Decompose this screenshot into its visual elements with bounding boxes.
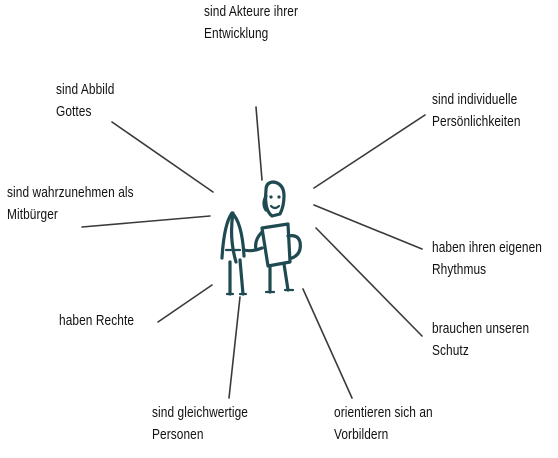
label-bottom-left: sind gleichwertige Personen — [152, 402, 248, 446]
label-upper-right-line-1: sind individuelle — [432, 92, 518, 108]
label-bottom-right-line-2: Vorbildern — [334, 427, 389, 443]
label-bottom-left-line-2: Personen — [152, 427, 204, 443]
label-lower-right: brauchen unseren Schutz — [432, 318, 529, 362]
label-upper-left-line-1: sind Abbild — [56, 82, 115, 98]
label-top-line-2: Entwicklung — [204, 26, 269, 42]
label-lower-right-line-2: Schutz — [432, 343, 469, 359]
label-top-line-1: sind Akteure ihrer — [204, 4, 299, 20]
label-lower-right-line-1: brauchen unseren — [432, 321, 530, 337]
ray-bottom-right — [302, 288, 353, 399]
ray-lower-right — [315, 227, 423, 337]
ray-upper-left — [111, 121, 214, 193]
ray-lower-left — [157, 284, 213, 323]
label-upper-right-line-2: Persönlichkeiten — [432, 114, 521, 130]
label-bottom-right-line-1: orientieren sich an — [334, 405, 433, 421]
label-right: haben ihren eigenen Rhythmus — [432, 237, 542, 281]
ray-upper-right — [313, 114, 426, 189]
ray-left — [81, 215, 211, 228]
label-lower-left-line-1: haben Rechte — [59, 313, 135, 329]
label-right-line-2: Rhythmus — [432, 262, 487, 278]
label-left-line-1: sind wahrzunehmen als — [7, 185, 134, 201]
label-right-line-1: haben ihren eigenen — [432, 240, 542, 256]
label-upper-right: sind individuelle Persönlichkeiten — [432, 89, 521, 133]
label-upper-left-line-2: Gottes — [56, 104, 92, 120]
label-bottom-left-line-1: sind gleichwertige — [152, 405, 248, 421]
ray-bottom-left — [228, 296, 241, 399]
ray-top — [255, 106, 263, 181]
child-and-adult-drawing-icon — [220, 180, 302, 296]
ray-right — [313, 204, 423, 250]
label-left: sind wahrzunehmen als Mitbürger — [7, 182, 134, 226]
label-lower-left: haben Rechte — [59, 310, 134, 332]
label-left-line-2: Mitbürger — [7, 207, 58, 223]
label-upper-left: sind Abbild Gottes — [56, 79, 114, 123]
label-bottom-right: orientieren sich an Vorbildern — [334, 402, 433, 446]
label-top: sind Akteure ihrer Entwicklung — [204, 1, 298, 45]
